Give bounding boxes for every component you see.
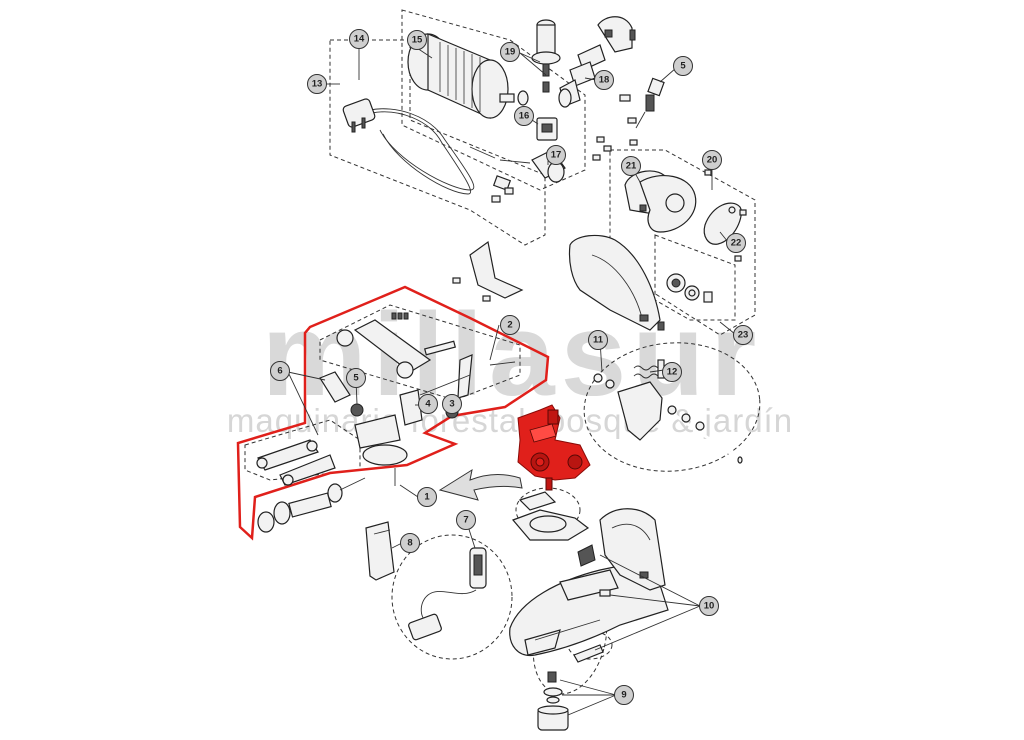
- svg-text:7: 7: [463, 515, 468, 526]
- svg-text:2: 2: [507, 320, 512, 331]
- part-guard-gear: [624, 170, 697, 233]
- callout-10: 10: [699, 596, 719, 616]
- callout-21: 21: [621, 156, 641, 176]
- callout-7: 7: [456, 510, 476, 530]
- svg-text:21: 21: [626, 161, 637, 172]
- callout-18: 18: [594, 70, 614, 90]
- callout-9: 9: [614, 685, 634, 705]
- svg-text:10: 10: [704, 601, 715, 612]
- callout-22: 22: [726, 233, 746, 253]
- part-gear-shaft: [619, 77, 665, 129]
- svg-text:5: 5: [353, 373, 359, 384]
- callout-15: 15: [407, 30, 427, 50]
- part-side-cover: [365, 521, 395, 581]
- callout-11: 11: [588, 330, 608, 350]
- callout-12: 12: [662, 362, 682, 382]
- callout-20: 20: [702, 150, 722, 170]
- part-bearings: [666, 273, 713, 303]
- callout-3: 3: [442, 394, 462, 414]
- svg-text:20: 20: [707, 155, 718, 166]
- svg-text:15: 15: [412, 35, 423, 46]
- part-screws-upper: [491, 175, 514, 203]
- callout-8: 8: [400, 533, 420, 553]
- callout-1: 1: [417, 487, 437, 507]
- part-screws-20: [704, 169, 747, 262]
- part-motor-lamp: [408, 547, 487, 641]
- part-shaft: [558, 44, 606, 108]
- svg-text:16: 16: [519, 111, 530, 122]
- pointer-arrow: [438, 468, 523, 501]
- svg-text:5: 5: [680, 61, 686, 72]
- parts: [256, 16, 747, 731]
- svg-text:3: 3: [449, 399, 454, 410]
- svg-text:17: 17: [551, 150, 562, 161]
- part-linkage-lower: [256, 439, 336, 486]
- callout-5-upper: 5: [673, 56, 693, 76]
- callouts: 1 2 3 4 5 5 6 7 8 9 10 11 12 13 14: [270, 29, 753, 705]
- svg-text:14: 14: [354, 34, 365, 45]
- part-highlighted-assembly: [517, 404, 591, 491]
- group-box-23: [654, 234, 736, 321]
- svg-text:23: 23: [738, 330, 749, 341]
- svg-text:12: 12: [667, 367, 678, 378]
- svg-text:9: 9: [621, 690, 626, 701]
- svg-text:1: 1: [424, 492, 430, 503]
- callout-23: 23: [733, 325, 753, 345]
- part-rod-spring: [593, 359, 743, 464]
- group-box-15: [401, 9, 586, 191]
- callout-6: 6: [270, 361, 290, 381]
- callout-17: 17: [546, 145, 566, 165]
- callout-19: 19: [500, 42, 520, 62]
- part-guard-plate: [452, 240, 524, 302]
- svg-text:4: 4: [425, 399, 431, 410]
- svg-text:19: 19: [505, 47, 516, 58]
- svg-text:18: 18: [599, 75, 610, 86]
- part-handle-knob: [531, 19, 561, 93]
- part-drive-shaft: [257, 477, 366, 533]
- part-screws-column: [592, 136, 638, 161]
- svg-text:6: 6: [277, 366, 282, 377]
- callout-13: 13: [307, 74, 327, 94]
- svg-text:13: 13: [312, 79, 323, 90]
- callout-5-middle: 5: [346, 368, 366, 388]
- callout-16: 16: [514, 106, 534, 126]
- part-rotary-table: [511, 491, 590, 541]
- part-base: [509, 508, 669, 656]
- watermark-tagline: maquinaria forestal, bosque & jardín: [227, 402, 793, 439]
- part-cable-plug: [342, 98, 496, 195]
- callout-2: 2: [500, 315, 520, 335]
- part-foot-knob: [537, 671, 569, 731]
- part-upper-housing: [568, 234, 665, 331]
- highlight-outline-group-1: [236, 285, 550, 541]
- part-linkage-upper: [336, 312, 516, 399]
- svg-text:8: 8: [407, 538, 412, 549]
- svg-text:11: 11: [593, 335, 604, 346]
- svg-text:22: 22: [731, 238, 742, 249]
- callout-4: 4: [418, 394, 438, 414]
- group-ellipse-11: [583, 342, 761, 472]
- watermark: millasur maquinaria forestal, bosque & j…: [227, 289, 793, 439]
- group-ellipse-7: [391, 534, 513, 660]
- callout-14: 14: [349, 29, 369, 49]
- group-box-6-upper: [319, 304, 521, 401]
- part-switch: [536, 117, 558, 141]
- part-upper-guard: [597, 16, 636, 53]
- part-linkage-middle: [319, 371, 471, 486]
